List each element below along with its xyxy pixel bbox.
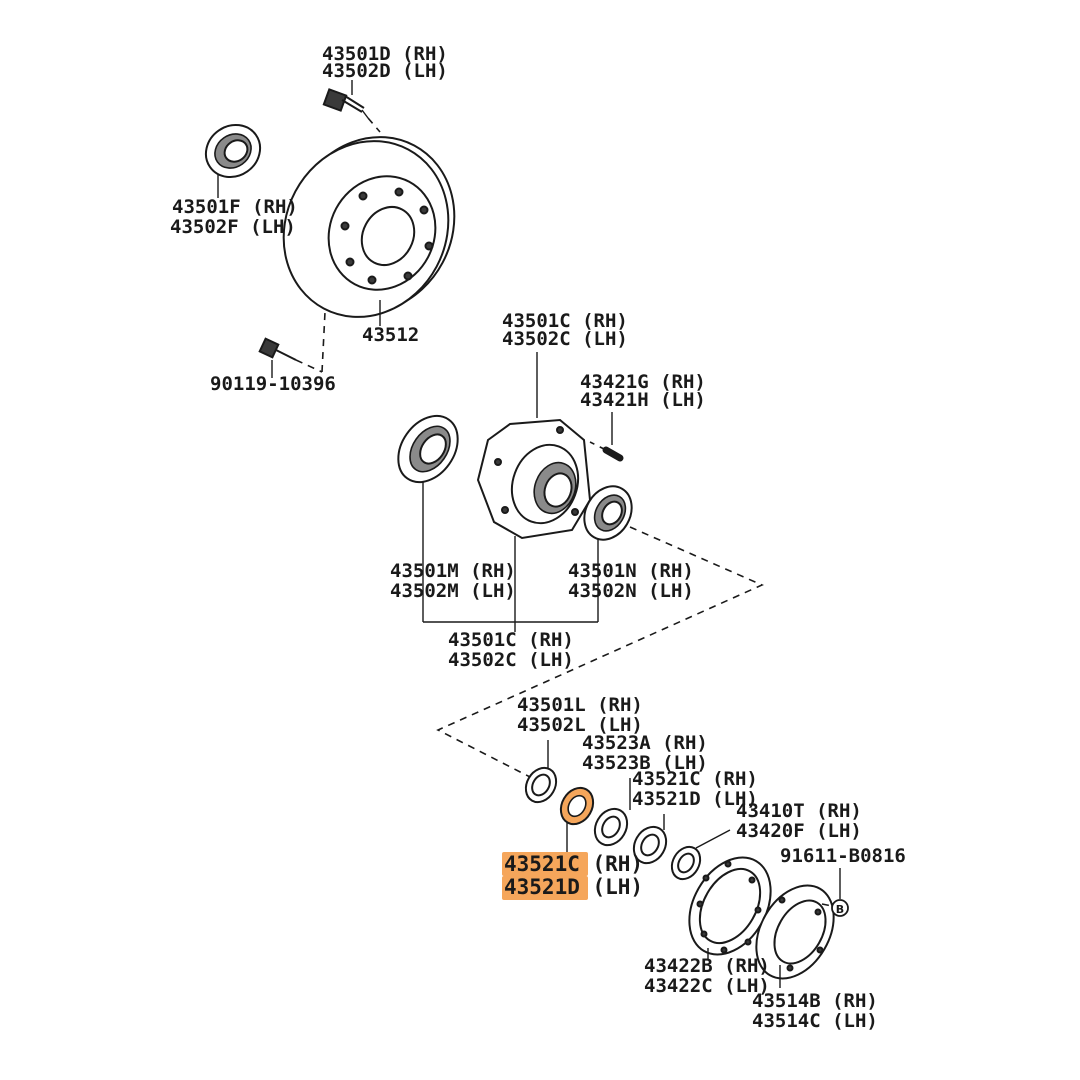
label-hub-stud-lh: 43421H (LH) <box>580 389 706 411</box>
label-hub-bolt-lh: 43502D (LH) <box>322 60 448 82</box>
label-hub-top-rh: 43501C (RH) <box>502 310 628 332</box>
label-hub-bolt-rh: 43501D (RH) <box>322 43 448 65</box>
label-disc-screw: 90119-10396 <box>210 373 336 395</box>
disc-screw-dash <box>321 311 326 373</box>
label-nut-right-rh: 43521C (RH) <box>632 768 758 790</box>
leader-snap-ring <box>695 829 731 849</box>
bearing-right-icon <box>583 485 633 541</box>
label-bolt-b: 91611-B0816 <box>780 845 906 867</box>
oil-seal-left-icon <box>397 414 459 484</box>
disc-screw-icon <box>258 337 323 373</box>
highlight-band-rh <box>502 852 588 876</box>
label-hub-bottom-lh: 43502C (LH) <box>448 649 574 671</box>
label-lock-washer-lh: 43523B (LH) <box>582 752 708 774</box>
label-oil-seal-rh: 43501F (RH) <box>172 196 298 218</box>
hub-stud-icon <box>589 412 624 462</box>
label-snap-ring-rh: 43410T (RH) <box>736 800 862 822</box>
axle-hub-icon <box>476 418 592 540</box>
label-gasket-rh: 43422B (RH) <box>644 955 770 977</box>
snap-ring-icon <box>670 845 702 881</box>
label-inner-bearing-rh: 43501L (RH) <box>517 694 643 716</box>
inner-bearing-icon <box>524 766 558 804</box>
label-snap-ring-lh: 43420F (LH) <box>736 820 862 842</box>
label-oil-seal-lh: 43502F (LH) <box>170 216 296 238</box>
label-nut-right-lh: 43521D (LH) <box>632 788 758 810</box>
oil-seal-upper-icon <box>204 123 262 179</box>
bolt-b-icon: B <box>821 899 849 917</box>
label-hub-cap-lh: 43514C (LH) <box>752 1010 878 1032</box>
label-bearing-left-lh: 43502M (LH) <box>390 580 516 602</box>
label-gasket-lh: 43422C (LH) <box>644 975 770 997</box>
hub-bolt-icon <box>322 88 381 133</box>
bolt-b-symbol: B <box>836 903 844 916</box>
label-highlighted-nut-rh: 43521C (RH) <box>504 852 643 876</box>
highlighted-nut-icon <box>559 786 595 826</box>
brake-disc-icon <box>282 136 456 318</box>
highlight-band-lh <box>502 876 588 900</box>
exploded-view-dashes <box>436 526 764 779</box>
label-inner-bearing-lh: 43502L (LH) <box>517 714 643 736</box>
label-disc: 43512 <box>362 324 419 346</box>
hub-cap-icon <box>755 884 835 980</box>
label-hub-bottom-rh: 43501C (RH) <box>448 629 574 651</box>
label-bearing-right-lh: 43502N (LH) <box>568 580 694 602</box>
label-hub-cap-rh: 43514B (RH) <box>752 990 878 1012</box>
adjusting-nut-icon <box>632 825 668 865</box>
label-bearing-left-rh: 43501M (RH) <box>390 560 516 582</box>
label-lock-washer-rh: 43523A (RH) <box>582 732 708 754</box>
gasket-icon <box>688 856 772 956</box>
lock-washer-icon <box>593 807 629 847</box>
label-bearing-right-rh: 43501N (RH) <box>568 560 694 582</box>
label-hub-top-lh: 43502C (LH) <box>502 328 628 350</box>
label-highlighted-nut-lh: 43521D (LH) <box>504 875 643 899</box>
label-hub-stud-rh: 43421G (RH) <box>580 371 706 393</box>
